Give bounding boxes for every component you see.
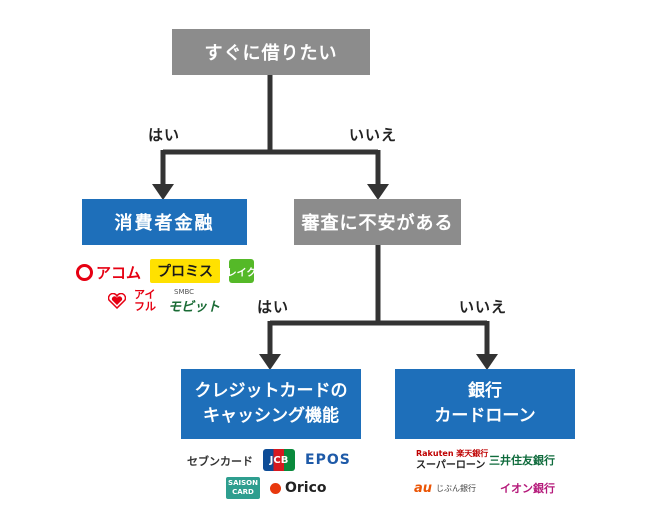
arrow-to-bank [476,354,498,370]
credit-card-line2: キャッシング機能 [203,406,339,426]
arrow-to-consumer [152,184,174,200]
epos-logo: EPOS [305,452,351,468]
bank-line2: カードローン [434,406,536,426]
edge-label-top-yes: はい [148,126,181,144]
orico-circle-icon [270,482,281,494]
rakuten-bank-logo: Rakuten 楽天銀行 スーパーローン [416,449,489,471]
orico-logo: Orico [270,478,327,498]
consumer-finance-node: 消費者金融 [82,199,247,245]
promise-logo: プロミス [150,259,220,283]
screening-worry-node: 審査に不安がある [294,199,461,245]
aiful-logo: アイフル [108,289,156,313]
au-jibun-bank-logo: au じぶん銀行 [414,480,477,496]
credit-card-line1: クレジットカードの [194,380,348,401]
jcb-logo: JCB [263,449,295,471]
edge-label-second-no: いいえ [459,298,508,316]
lake-logo: レイク [227,259,256,283]
acom-logo: アコム [76,261,141,283]
start-node: すぐに借りたい [172,29,370,75]
arrow-to-credit [259,354,281,370]
credit-card-cashing-node: クレジットカードの キャッシング機能 [181,369,361,439]
acom-circle-icon [76,263,93,281]
bank-line1: 銀行 [468,380,502,401]
edge-label-top-no: いいえ [349,126,398,144]
smbc-bank-logo: 三井住友銀行 [489,454,555,467]
mobit-logo: SMBC モビット [168,287,221,315]
edge-label-second-yes: はい [257,298,290,316]
aeon-bank-logo: イオン銀行 [500,482,555,495]
saison-card-logo: SAISON CARD [226,477,260,499]
seven-card-logo: セブンカード [187,455,253,468]
bank-card-loan-node: 銀行 カードローン [395,369,575,439]
aiful-heart-icon [108,293,126,309]
arrow-to-screening [367,184,389,200]
